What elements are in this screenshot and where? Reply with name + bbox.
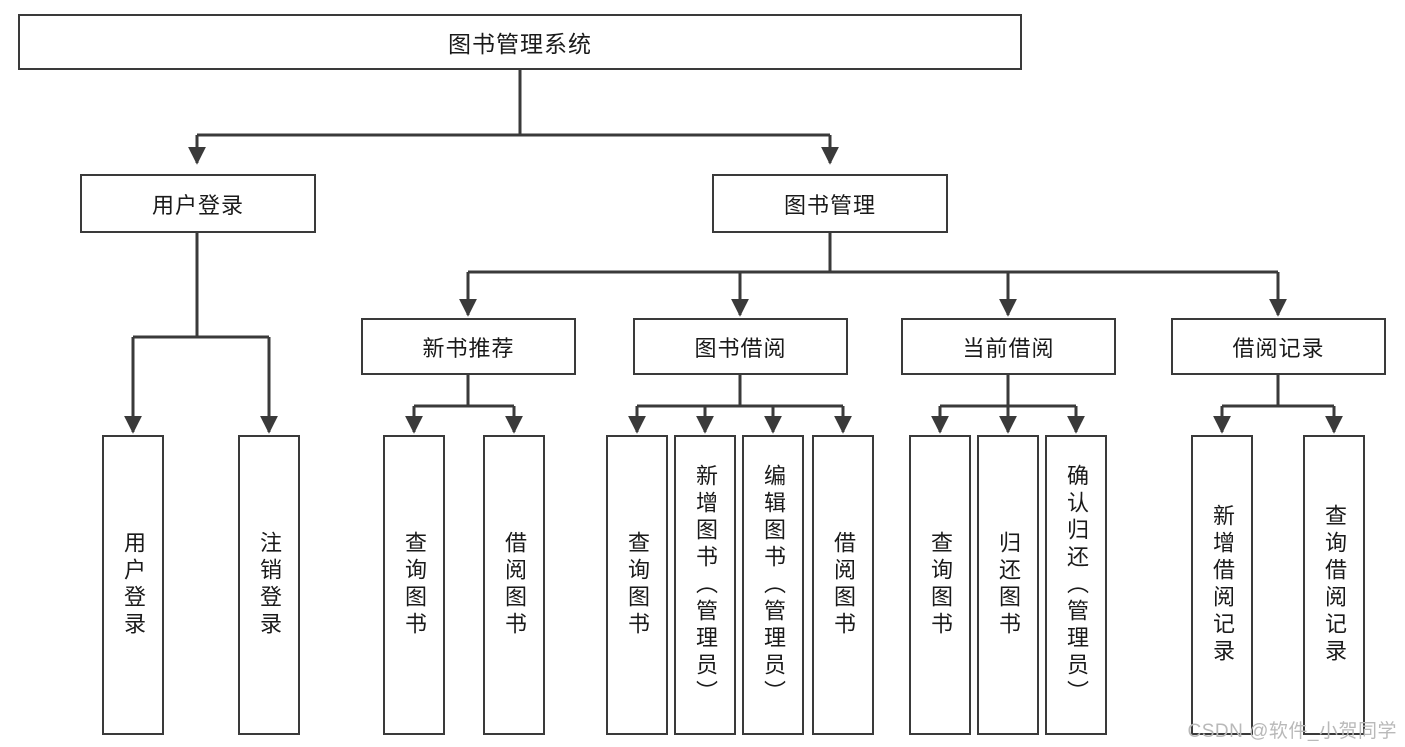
- node-label: 图书借阅: [694, 335, 787, 361]
- node-user-login[interactable]: 用户登录: [80, 174, 316, 233]
- leaf-borrow-borrow-book[interactable]: 借阅图书: [812, 435, 874, 735]
- node-label: 用户登录: [121, 531, 146, 639]
- node-label: 图书管理系统: [448, 31, 592, 57]
- leaf-records-query-record[interactable]: 查询借阅记录: [1303, 435, 1365, 735]
- node-label: 新增图书（管理员）: [693, 463, 718, 707]
- node-label: 新增借阅记录: [1210, 504, 1235, 666]
- node-book-borrow[interactable]: 图书借阅: [633, 318, 848, 375]
- node-new-book-recommend[interactable]: 新书推荐: [361, 318, 576, 375]
- leaf-borrow-add-book-admin[interactable]: 新增图书（管理员）: [674, 435, 736, 735]
- node-book-management[interactable]: 图书管理: [712, 174, 948, 233]
- node-label: 查询图书: [402, 531, 427, 639]
- node-label: 查询借阅记录: [1322, 504, 1347, 666]
- leaf-user-login-signin[interactable]: 用户登录: [102, 435, 164, 735]
- node-root-system[interactable]: 图书管理系统: [18, 14, 1022, 70]
- node-label: 查询图书: [928, 531, 953, 639]
- node-label: 当前借阅: [962, 335, 1055, 361]
- node-label: 归还图书: [996, 531, 1021, 639]
- leaf-recommend-query-book[interactable]: 查询图书: [383, 435, 445, 735]
- leaf-records-add-record[interactable]: 新增借阅记录: [1191, 435, 1253, 735]
- node-label: 用户登录: [151, 192, 244, 218]
- node-label: 查询图书: [625, 531, 650, 639]
- node-label: 确认归还（管理员）: [1064, 463, 1089, 707]
- node-label: 编辑图书（管理员）: [761, 463, 786, 707]
- node-label: 借阅图书: [831, 531, 856, 639]
- node-label: 借阅记录: [1232, 335, 1325, 361]
- node-label: 新书推荐: [422, 335, 515, 361]
- leaf-user-login-signout[interactable]: 注销登录: [238, 435, 300, 735]
- leaf-borrow-query-book[interactable]: 查询图书: [606, 435, 668, 735]
- node-label: 借阅图书: [502, 531, 527, 639]
- node-label: 图书管理: [783, 192, 876, 218]
- leaf-current-query-book[interactable]: 查询图书: [909, 435, 971, 735]
- watermark-text: CSDN @软件_小贺同学: [1187, 721, 1397, 742]
- node-borrow-records[interactable]: 借阅记录: [1171, 318, 1386, 375]
- leaf-current-confirm-return-admin[interactable]: 确认归还（管理员）: [1045, 435, 1107, 735]
- leaf-borrow-edit-book-admin[interactable]: 编辑图书（管理员）: [742, 435, 804, 735]
- leaf-recommend-borrow-book[interactable]: 借阅图书: [483, 435, 545, 735]
- node-label: 注销登录: [257, 531, 282, 639]
- leaf-current-return-book[interactable]: 归还图书: [977, 435, 1039, 735]
- node-current-borrow[interactable]: 当前借阅: [901, 318, 1116, 375]
